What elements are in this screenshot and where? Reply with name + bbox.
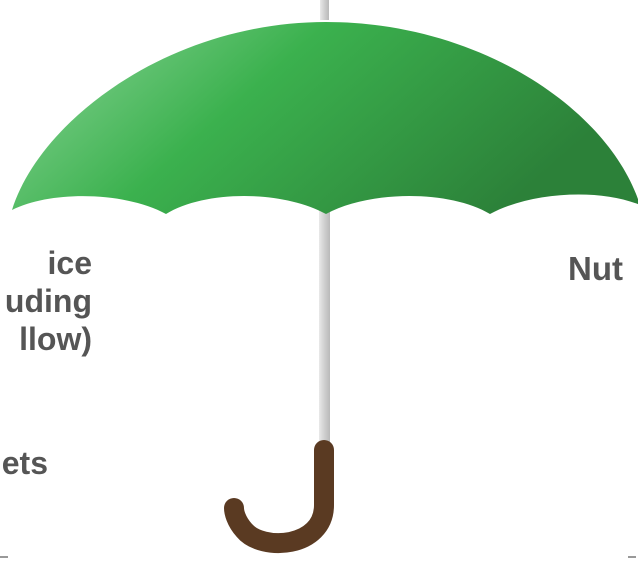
- right-category-label: Nut: [568, 250, 623, 288]
- umbrella-canopy: [12, 22, 638, 214]
- bottom-mark-right: [628, 556, 636, 558]
- left-label-line-3: llow): [0, 320, 92, 358]
- umbrella-tip: [320, 0, 329, 20]
- left-label-line-1: ice: [0, 244, 92, 282]
- umbrella-handle: [234, 450, 324, 543]
- umbrella-shaft: [319, 205, 330, 455]
- left-category-label-2: ets: [0, 444, 48, 482]
- left-label-line-2: uding: [0, 282, 92, 320]
- left-category-label: ice uding llow): [0, 244, 92, 358]
- bottom-mark-left: [0, 556, 8, 558]
